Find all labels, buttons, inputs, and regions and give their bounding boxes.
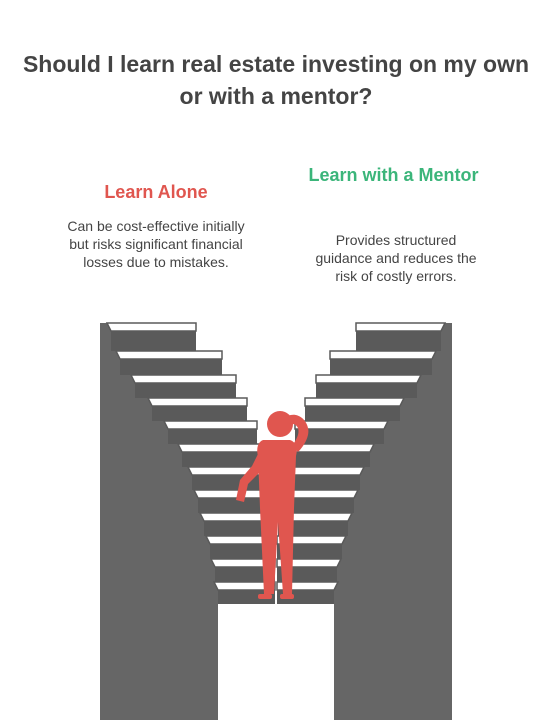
right-step-3-riser (316, 383, 417, 398)
left-step-1-tread (105, 322, 197, 332)
right-step-9-riser (278, 521, 348, 536)
right-step-11-tread (276, 558, 343, 568)
right-step-2-riser (330, 359, 432, 375)
confused-person-icon (236, 411, 309, 599)
right-step-5-tread (294, 420, 390, 430)
right-step-1-tread (355, 322, 447, 332)
left-staircase-icon (100, 322, 276, 720)
right-step-7-riser (283, 475, 360, 490)
left-step-2-tread (114, 350, 223, 360)
left-step-4-tread (146, 397, 248, 407)
left-step-5-riser (168, 429, 257, 444)
left-step-10-riser (210, 544, 275, 559)
left-step-6-riser (182, 452, 264, 467)
left-step-12-tread (212, 581, 276, 591)
right-step-1-riser (356, 331, 441, 351)
right-step-10-riser (277, 544, 342, 559)
page-title: Should I learn real estate investing on … (22, 51, 530, 109)
person-arm-left (236, 446, 262, 502)
right-step-5-riser (295, 429, 384, 444)
person-head (267, 411, 293, 437)
option-learn-alone-heading: Learn Alone (104, 182, 208, 202)
right-staircase-icon (276, 322, 452, 720)
right-step-4-riser (305, 406, 400, 421)
person-foot-left (258, 594, 272, 599)
left-stairs-wall (100, 323, 218, 720)
person-foot-right (280, 594, 294, 599)
right-step-12-tread (276, 581, 340, 591)
option-learn-alone-description: Can be cost-effective initially but risk… (67, 218, 245, 270)
left-step-7-riser (192, 475, 269, 490)
left-step-2-riser (120, 359, 222, 375)
left-step-4-riser (152, 406, 247, 421)
right-step-3-tread (315, 374, 423, 384)
left-step-11-riser (215, 567, 275, 582)
left-step-12-riser (218, 590, 275, 604)
left-step-3-riser (135, 383, 236, 398)
person-torso (257, 440, 297, 508)
person-legs (260, 508, 294, 594)
left-step-6-tread (176, 443, 265, 453)
left-step-5-tread (162, 420, 258, 430)
person-arm-raised (288, 414, 309, 452)
right-step-4-tread (304, 397, 406, 407)
option-learn-with-mentor-heading: Learn with a Mentor (308, 165, 479, 185)
option-learn-with-mentor-description: Provides structured guidance and reduces… (315, 232, 477, 284)
right-stairs-wall (334, 323, 452, 720)
left-step-8-riser (198, 498, 272, 513)
right-step-10-tread (276, 535, 348, 545)
right-step-2-tread (329, 350, 438, 360)
left-step-1-riser (111, 331, 196, 351)
right-step-6-riser (288, 452, 370, 467)
left-step-3-tread (129, 374, 237, 384)
left-step-9-riser (204, 521, 274, 536)
right-step-8-riser (280, 498, 354, 513)
